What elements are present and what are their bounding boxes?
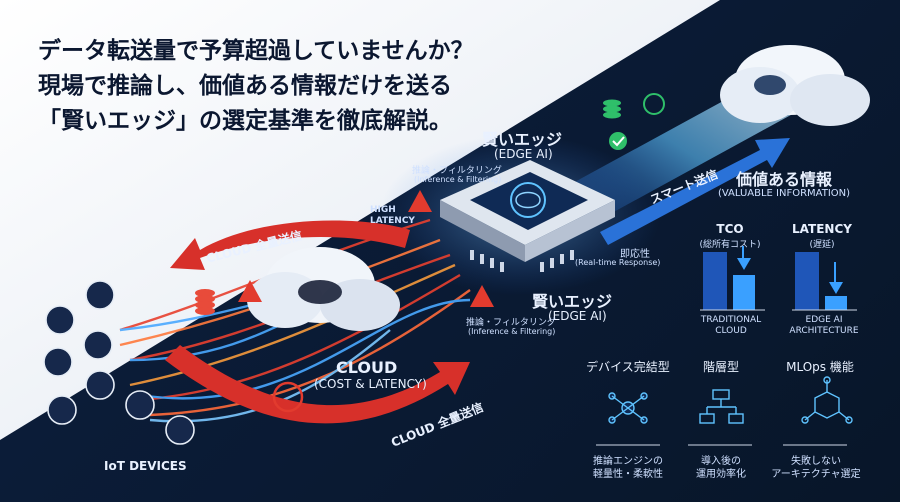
check-icon	[609, 132, 627, 150]
high-latency-label: HIGH LATENCY	[370, 205, 415, 227]
edge-top-note-en: (Inference & Filtering)	[414, 175, 502, 184]
latency-title: LATENCY	[792, 222, 852, 236]
network-icon	[608, 392, 648, 424]
criteria-desc-2a: 導入後の	[701, 456, 741, 467]
realtime-en: (Real-time Response)	[575, 258, 661, 267]
tco-title: TCO	[716, 222, 744, 236]
cloud-center-title: CLOUD	[336, 358, 398, 377]
destination-cloud	[720, 45, 870, 126]
tco-subtitle: (総所有コスト)	[699, 240, 761, 250]
cloud-center-subtitle: (COST & LATENCY)	[314, 377, 427, 391]
edge-bottom-title: 賢いエッジ	[532, 292, 613, 311]
criteria-title-3: MLOps 機能	[786, 360, 854, 374]
warning-icon	[238, 190, 494, 307]
red-stopwatch-icon	[272, 381, 304, 413]
hierarchy-icon	[699, 389, 744, 424]
headline-line3: 「賢いエッジ」の選定基準を徹底解説。	[38, 108, 452, 134]
latency-edge-bar	[825, 296, 847, 310]
tco-edge-bar	[733, 275, 755, 310]
latency-traditional-bar	[795, 252, 819, 310]
high-latency-line1: HIGH	[370, 205, 396, 215]
cube-network-icon	[801, 376, 853, 424]
edge-top-note-ja: 推論・フィルタリング	[412, 166, 502, 176]
coin-stack-icon	[195, 289, 215, 315]
headline: データ転送量で予算超過していませんか？ 現場で推論し、価値ある情報だけを送る 「…	[38, 34, 474, 139]
edge-bottom-subtitle: (EDGE AI)	[548, 309, 607, 323]
latency-subtitle: (遅延)	[809, 240, 835, 250]
criteria-desc-1a: 推論エンジンの	[593, 456, 663, 467]
edge-bottom-note-ja: 推論・フィルタリング	[466, 318, 556, 328]
edge-bottom-note-en: (Inference & Filtering)	[468, 327, 556, 336]
edge-top-subtitle: (EDGE AI)	[494, 147, 553, 161]
stopwatch-icon	[643, 93, 665, 115]
edge-top-title: 賢いエッジ	[482, 130, 563, 149]
criteria-title-2: 階層型	[702, 360, 740, 374]
criteria-desc-3b: アーキテクチャ選定	[771, 469, 861, 480]
realtime-ja: 即応性	[620, 249, 650, 260]
tco-label-1: TRADITIONAL	[700, 315, 762, 325]
valuable-ja: 価値ある情報	[735, 170, 833, 189]
tco-label-2: CLOUD	[715, 326, 747, 336]
iot-devices-label: IoT DEVICES	[104, 459, 187, 473]
high-latency-line2: LATENCY	[370, 216, 415, 226]
headline-line1: データ転送量で予算超過していませんか？	[38, 38, 474, 64]
tco-traditional-bar	[703, 252, 727, 310]
center-cloud	[247, 247, 400, 331]
latency-label-1: EDGE AI	[805, 315, 843, 325]
valuable-en: (VALUABLE INFORMATION)	[717, 188, 851, 199]
criteria-desc-2b: 運用効率化	[696, 469, 746, 480]
criteria-desc-1b: 軽量性・柔軟性	[593, 469, 663, 480]
criteria-desc-3a: 失敗しない	[791, 456, 841, 467]
headline-line2: 現場で推論し、価値ある情報だけを送る	[38, 73, 452, 99]
edge-chip	[440, 160, 615, 262]
criteria-title-1: デバイス完結型	[586, 360, 670, 374]
latency-label-2: ARCHITECTURE	[789, 326, 859, 336]
green-coin-stack-icon	[603, 99, 621, 119]
